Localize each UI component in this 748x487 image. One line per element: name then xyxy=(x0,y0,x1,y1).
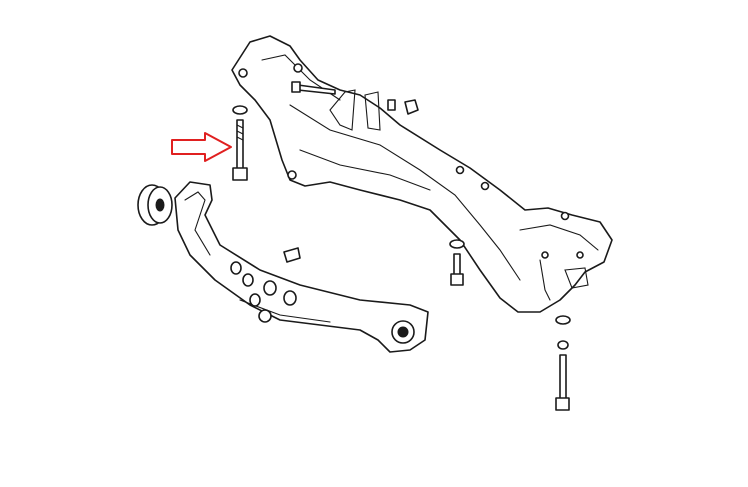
lower-arm xyxy=(174,181,429,353)
arrow-right-outline-icon xyxy=(171,132,232,162)
bolt-right xyxy=(555,315,571,411)
bolt-left xyxy=(232,105,248,181)
bolt-middle xyxy=(449,239,465,286)
crossmember xyxy=(231,35,613,313)
bushing xyxy=(137,184,173,226)
